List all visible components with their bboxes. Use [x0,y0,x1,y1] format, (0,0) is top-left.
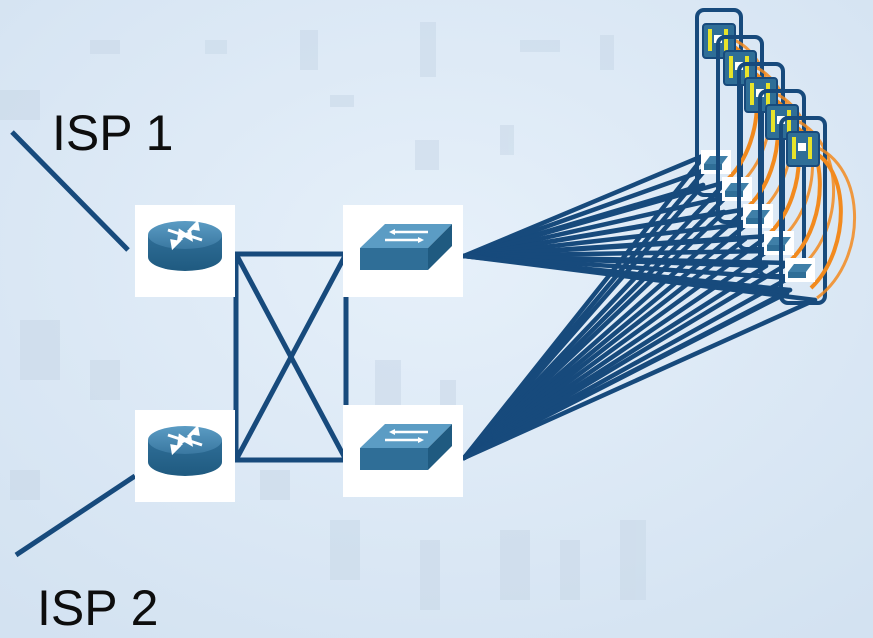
server-rack-stack [695,8,856,305]
rack-switch-body [767,245,785,251]
isp2-link [14,473,137,558]
fanout-link [461,287,793,461]
background-texture [0,22,646,610]
switch-icon [360,224,452,270]
server-led [792,137,796,159]
switch-1 [343,205,463,297]
isp1-link [10,130,130,252]
server-port [798,143,806,151]
server-led [708,29,712,51]
server-rack-5 [779,116,856,305]
server-led [808,137,812,159]
rack-cable [785,115,835,273]
router-icon [148,424,222,476]
switch-to-rack-links [461,152,818,461]
rack-switch-body [704,164,722,170]
rack-switch-body [746,218,764,224]
server-led [729,56,733,78]
rack-frame [779,116,827,305]
server-led [750,83,754,105]
isp1-label: ISP 1 [52,105,174,161]
rack-switch-body [725,191,743,197]
server-led [745,56,749,78]
fanout-link [461,182,706,461]
switch-icon [360,424,452,470]
rack-switch-icon [788,264,812,272]
fanout-link [461,233,771,259]
fanout-link [461,297,818,461]
core-mesh [233,251,349,463]
fanout-link [461,206,750,259]
isp2-label: ISP 2 [37,580,159,636]
server-led [766,83,770,105]
rack-switch-body [788,272,806,278]
fanout-link [461,167,708,259]
server-led [771,110,775,132]
fanout-link [461,152,708,259]
router-1 [135,205,235,297]
rack-cable [806,142,856,300]
switch-2 [343,405,463,497]
router-icon [148,219,222,271]
router-2 [135,410,235,502]
fanout-link [461,253,818,303]
server-led [724,29,728,51]
server-led [787,110,791,132]
